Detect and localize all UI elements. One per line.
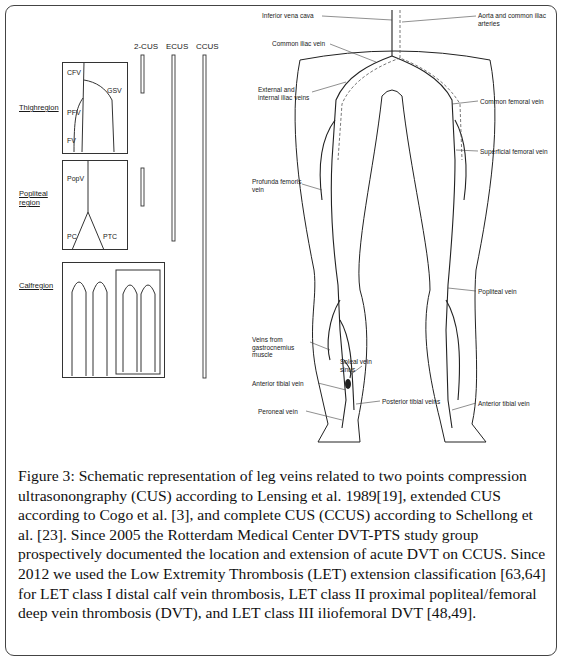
method-heading: ECUS <box>166 42 188 51</box>
anatomy-label: Posterior tibial veins <box>382 398 454 406</box>
deep-veins-part <box>331 56 392 428</box>
figure-caption: Figure 3: Schematic representation of le… <box>18 466 546 623</box>
cus-bars-part <box>141 168 144 206</box>
schematic-veins-part <box>123 285 137 372</box>
leader-lines-part <box>456 150 478 151</box>
anatomy-label: Common femoral vein <box>480 98 552 106</box>
leader-lines-part <box>452 403 476 410</box>
anatomy-label: Veins from gastrocnemius muscle <box>252 336 310 359</box>
leader-lines <box>302 16 478 420</box>
arteries-part <box>400 10 462 160</box>
leader-lines-part <box>402 16 476 22</box>
leader-lines-part <box>306 411 342 420</box>
vein-abbreviation: PC <box>67 233 77 241</box>
leader-lines-part <box>448 288 476 291</box>
deep-veins-part <box>320 120 335 200</box>
anatomy-label: External and internal iliac veins <box>258 86 314 101</box>
anatomy-label: Profunda femoris vein <box>252 178 302 193</box>
schematic-veins-part <box>116 270 160 374</box>
region-heading: Calfregion <box>19 281 63 290</box>
vein-abbreviation: FV <box>67 137 76 145</box>
vein-abbreviation: PFV <box>67 109 81 117</box>
schematic-veins-part <box>88 160 89 212</box>
arteries <box>338 10 462 160</box>
leg-outline-part <box>300 51 490 60</box>
region-box: Calfregion <box>62 262 165 378</box>
cus-bars-part <box>172 55 175 241</box>
leg-outline-part <box>382 90 402 96</box>
anatomy-label: Peroneal vein <box>258 408 308 416</box>
schematic-veins <box>72 62 160 376</box>
deep-veins-part <box>455 120 466 200</box>
region-heading: Popliteal region <box>19 189 63 207</box>
region-heading: Thighregion <box>19 103 63 112</box>
leg-outline <box>295 51 495 442</box>
leg-outline-part <box>402 60 495 442</box>
deep-veins <box>320 10 466 428</box>
schematic-veins-part <box>141 285 155 372</box>
deep-veins-part <box>446 300 460 400</box>
leader-lines-part <box>322 16 392 20</box>
deep-veins-part <box>392 56 455 428</box>
arteries-part <box>338 58 400 160</box>
anatomy-label: Anterior tibial vein <box>252 380 318 388</box>
leader-lines-part <box>356 401 380 404</box>
leader-lines-part <box>330 44 376 62</box>
anatomy-label: Aorta and common iliac arteries <box>478 12 548 27</box>
schematic-veins-part <box>93 282 107 376</box>
anatomy-label: Inferior vena cava <box>262 12 324 20</box>
leg-outline-part <box>295 60 382 442</box>
leader-lines-part <box>452 101 478 104</box>
method-heading: CCUS <box>196 42 219 51</box>
schematic-veins-part <box>72 212 88 250</box>
region-box: ThighregionCFVGSVPFVFV <box>62 62 128 154</box>
cus-bars-part <box>203 55 206 378</box>
vein-abbreviation: PTC <box>103 233 117 241</box>
schematic-veins-part <box>82 62 84 152</box>
vein-abbreviation: GSV <box>107 87 122 95</box>
cus-bars <box>141 55 206 378</box>
leader-lines-part <box>302 184 322 190</box>
method-heading: 2-CUS <box>134 42 158 51</box>
leader-lines-part <box>312 82 346 92</box>
leader-lines-part <box>318 383 346 390</box>
anatomy-label: Superficial femoral vein <box>480 148 552 156</box>
vein-abbreviation: CFV <box>67 69 81 77</box>
schematic-veins-part <box>72 282 86 376</box>
thrombus-mark <box>345 379 351 389</box>
anatomy-label: Common iliac vein <box>272 40 332 48</box>
schematic-veins-part <box>88 212 104 250</box>
region-box: Popliteal regionPopVPCPTC <box>62 160 128 250</box>
anatomy-label: Popliteal vein <box>478 288 540 296</box>
leader-lines-part <box>310 342 330 350</box>
anatomy-label: Anterior tibial vein <box>478 400 544 408</box>
deep-veins-part <box>328 300 340 360</box>
deep-veins-part <box>391 10 392 56</box>
cus-bars-part <box>141 55 144 93</box>
anatomy-label: Soleal vein sinus <box>340 358 376 373</box>
thrombus-mark-part <box>345 379 351 389</box>
vein-abbreviation: PopV <box>67 175 84 183</box>
